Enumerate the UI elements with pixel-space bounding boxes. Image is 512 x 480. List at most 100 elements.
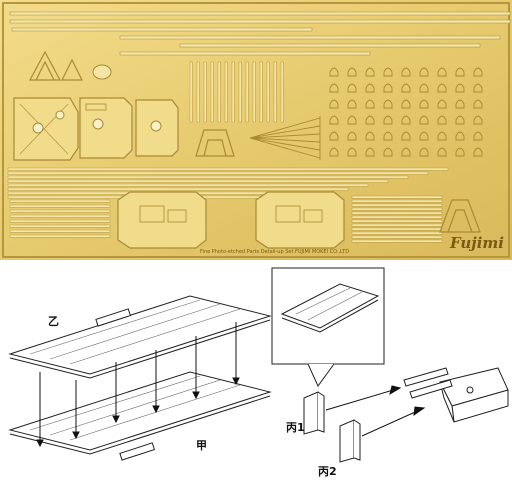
small-part bbox=[419, 131, 429, 141]
fine-print: Fine Photo-etched Parts Detail-up Set FU… bbox=[200, 249, 350, 255]
assembly-arrowhead-1 bbox=[72, 431, 80, 440]
rail-right-1 bbox=[351, 199, 443, 203]
small-part bbox=[365, 115, 375, 125]
assembly-arrowhead-2 bbox=[112, 415, 120, 424]
turret bbox=[403, 367, 509, 423]
rail-left-3 bbox=[9, 214, 111, 218]
small-part bbox=[401, 99, 411, 109]
small-part bbox=[401, 131, 411, 141]
small-part bbox=[437, 131, 447, 141]
small-part bbox=[329, 115, 339, 125]
rail-right-7 bbox=[351, 223, 443, 227]
part-hei2 bbox=[339, 419, 361, 463]
small-part bbox=[473, 147, 483, 157]
small-part bbox=[419, 115, 429, 125]
deck-plate-left bbox=[13, 97, 79, 161]
small-part bbox=[347, 147, 357, 157]
rail-right-9 bbox=[351, 231, 443, 235]
rail-top-3 bbox=[119, 35, 501, 40]
small-part bbox=[455, 67, 465, 77]
small-part bbox=[437, 115, 447, 125]
small-part bbox=[419, 67, 429, 77]
rail-mid-5 bbox=[7, 187, 349, 191]
assembly-arrowhead-3 bbox=[152, 405, 160, 414]
small-part bbox=[347, 67, 357, 77]
small-part bbox=[365, 99, 375, 109]
oval-part bbox=[92, 64, 112, 80]
deck-plate-bottom-left bbox=[117, 191, 207, 249]
vertical-arrows bbox=[36, 322, 240, 448]
label-hei1: 丙1 bbox=[286, 421, 305, 434]
ladder-10 bbox=[259, 61, 263, 123]
rail-top-2 bbox=[11, 27, 313, 32]
small-part bbox=[455, 147, 465, 157]
rail-right-5 bbox=[351, 215, 443, 219]
small-part bbox=[329, 67, 339, 77]
assembly-arrowhead-5 bbox=[232, 377, 240, 386]
small-part bbox=[437, 99, 447, 109]
small-part bbox=[437, 67, 447, 77]
rail-right-4 bbox=[351, 211, 443, 215]
rail-left-1 bbox=[9, 204, 111, 208]
ladder-13 bbox=[280, 61, 284, 123]
rail-right-0 bbox=[351, 195, 443, 199]
small-parts bbox=[329, 67, 483, 157]
small-part bbox=[473, 67, 483, 77]
small-part bbox=[473, 83, 483, 93]
small-part bbox=[329, 99, 339, 109]
fan-part-left bbox=[28, 50, 83, 81]
small-part bbox=[383, 67, 393, 77]
small-part bbox=[455, 83, 465, 93]
assembly-arrowhead-0 bbox=[36, 439, 44, 448]
ladder-12 bbox=[273, 61, 277, 123]
small-part bbox=[455, 99, 465, 109]
ladder-5 bbox=[224, 61, 228, 123]
small-part bbox=[419, 99, 429, 109]
rail-left-0 bbox=[9, 199, 111, 203]
small-part bbox=[347, 131, 357, 141]
assembly-arrowhead-4 bbox=[192, 391, 200, 400]
small-part bbox=[347, 83, 357, 93]
small-part bbox=[383, 99, 393, 109]
small-part bbox=[455, 115, 465, 125]
rail-left-6 bbox=[9, 229, 111, 233]
rail-top-5 bbox=[119, 51, 371, 56]
rail-right-3 bbox=[351, 207, 443, 211]
rail-mid-4 bbox=[7, 183, 369, 187]
rail-right-11 bbox=[351, 239, 443, 243]
rail-left-5 bbox=[9, 224, 111, 228]
small-part bbox=[455, 131, 465, 141]
ladder-8 bbox=[245, 61, 249, 123]
small-part bbox=[383, 147, 393, 157]
rail-top-4 bbox=[179, 43, 481, 48]
small-part bbox=[437, 83, 447, 93]
rail-right-2 bbox=[351, 203, 443, 207]
frame-otsu-edge bbox=[9, 319, 271, 379]
small-part bbox=[383, 83, 393, 93]
ladder-4 bbox=[217, 61, 221, 123]
rail-mid-1 bbox=[7, 171, 429, 175]
rail-left-7 bbox=[9, 234, 111, 238]
rail-top-0 bbox=[9, 11, 511, 16]
mast-part-right bbox=[439, 199, 481, 233]
tag-upper bbox=[95, 308, 132, 327]
ladder-9 bbox=[252, 61, 256, 123]
ladder-6 bbox=[231, 61, 235, 123]
ladder-7 bbox=[238, 61, 242, 123]
small-part bbox=[401, 147, 411, 157]
small-part bbox=[383, 115, 393, 125]
small-part bbox=[401, 67, 411, 77]
small-part bbox=[365, 147, 375, 157]
sheet-frame bbox=[2, 2, 510, 258]
small-part bbox=[419, 147, 429, 157]
deck-plate-center-left bbox=[79, 97, 133, 159]
rail-mid-2 bbox=[7, 175, 409, 179]
rail-right-8 bbox=[351, 227, 443, 231]
small-part bbox=[473, 115, 483, 125]
photo-etch-sheet bbox=[0, 0, 512, 260]
rail-mid-0 bbox=[7, 167, 449, 171]
label-otsu: 乙 bbox=[48, 315, 59, 328]
small-part bbox=[329, 147, 339, 157]
rail-mid-3 bbox=[7, 179, 389, 183]
ladder-2 bbox=[203, 61, 207, 123]
